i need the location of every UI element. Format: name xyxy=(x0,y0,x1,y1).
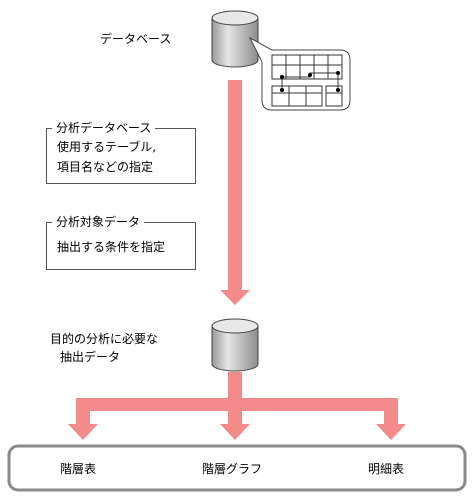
step2-box: 抽出する条件を指定 xyxy=(46,222,196,270)
table-structure-callout xyxy=(248,36,351,111)
main-flow-arrow xyxy=(220,80,250,305)
step1-box: 使用するテーブル, 項目名などの指定 xyxy=(46,128,196,184)
output-hierarchy-table: 階層表 xyxy=(60,462,97,476)
step2-line-1: 抽出する条件を指定 xyxy=(57,240,166,254)
branch-arrows xyxy=(68,372,406,440)
output-hierarchy-graph: 階層グラフ xyxy=(202,462,263,476)
extract-line-2: 抽出データ xyxy=(60,350,121,364)
database-label: データベース xyxy=(100,32,172,46)
extract-line-1: 目的の分析に必要な xyxy=(50,332,159,346)
output-box xyxy=(7,444,467,492)
step1-title: 分析データベース xyxy=(52,120,156,136)
extract-cylinder-icon xyxy=(211,318,259,372)
database-cylinder-icon xyxy=(211,10,259,68)
output-detail-table: 明細表 xyxy=(368,462,405,476)
step1-line-1: 使用するテーブル, xyxy=(57,140,157,154)
step1-line-2: 項目名などの指定 xyxy=(57,160,154,174)
step2-title: 分析対象データ xyxy=(52,214,145,230)
extract-label: 目的の分析に必要な 抽出データ xyxy=(50,330,158,366)
